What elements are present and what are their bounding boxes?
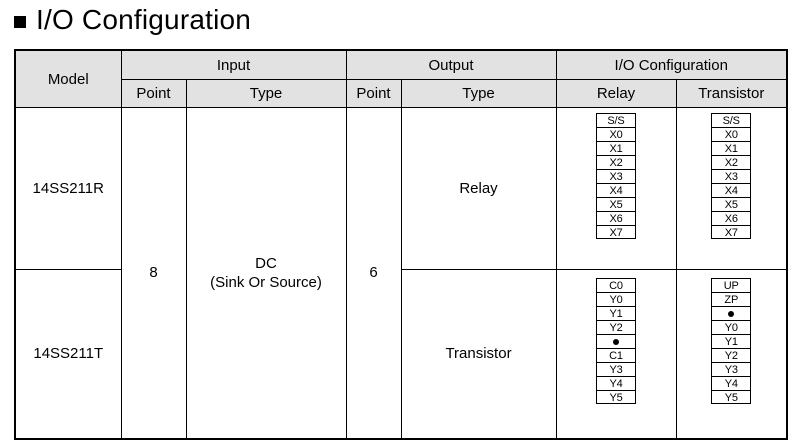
header-input-type: Type (185, 79, 347, 108)
transistor-terminal-x2: X2 (711, 155, 752, 169)
table-header-row-top: Model Input Output I/O Configuration (14, 49, 788, 108)
relay-terminal-y5: Y5 (596, 390, 636, 404)
header-relay: Relay (555, 79, 677, 108)
transistor-terminal-dot (711, 306, 752, 320)
page-title: I/O Configuration (14, 2, 251, 38)
cell-input-point: 8 (120, 107, 187, 439)
input-type-line-2: (Sink Or Source) (210, 273, 322, 291)
transistor-terminal-y0: Y0 (711, 320, 752, 334)
transistor-terminal-x0: X0 (711, 127, 752, 141)
cell-input-type: DC (Sink Or Source) (185, 107, 347, 439)
header-output-point: Point (345, 79, 402, 108)
header-transistor: Transistor (675, 79, 788, 108)
transistor-terminal-y2: Y2 (711, 348, 752, 362)
relay-terminal-ss: S/S (596, 113, 636, 127)
relay-terminal-dot (596, 334, 636, 348)
relay-terminal-x4: X4 (596, 183, 636, 197)
input-type-line-1: DC (255, 254, 277, 272)
transistor-terminal-x6: X6 (711, 211, 752, 225)
transistor-terminal-zp: ZP (711, 292, 752, 306)
relay-terminal-x6: X6 (596, 211, 636, 225)
transistor-terminal-x7: X7 (711, 225, 752, 239)
transistor-terminal-x5: X5 (711, 197, 752, 211)
transistor-terminal-y3: Y3 (711, 362, 752, 376)
relay-terminal-x2: X2 (596, 155, 636, 169)
cell-model-1: 14SS211T (14, 269, 122, 439)
transistor-terminal-x4: X4 (711, 183, 752, 197)
table-row: 14SS211R 8 DC (Sink Or Source) 6 Relay S… (14, 107, 788, 439)
page-title-text: I/O Configuration (36, 4, 252, 35)
relay-terminal-c0: C0 (596, 278, 636, 292)
filled-square-bullet-icon (14, 16, 26, 28)
header-output-type: Type (400, 79, 557, 108)
relay-terminal-x5: X5 (596, 197, 636, 211)
relay-terminal-x3: X3 (596, 169, 636, 183)
relay-terminal-x1: X1 (596, 141, 636, 155)
relay-terminal-y4: Y4 (596, 376, 636, 390)
table-body: 14SS211R 8 DC (Sink Or Source) 6 Relay S… (14, 107, 788, 439)
transistor-terminal-y5: Y5 (711, 390, 752, 404)
relay-terminal-c1: C1 (596, 348, 636, 362)
relay-terminal-x0: X0 (596, 127, 636, 141)
header-io-configuration: I/O Configuration (555, 49, 788, 80)
cell-output-point: 6 (345, 107, 402, 439)
table-header-row-sub: Point Type Point Type Relay Transistor (15, 79, 788, 108)
transistor-terminal-y1: Y1 (711, 334, 752, 348)
transistor-terminal-up: UP (711, 278, 752, 292)
relay-terminal-y3: Y3 (596, 362, 636, 376)
relay-terminal-y1: Y1 (596, 306, 636, 320)
header-input: Input (120, 49, 347, 80)
cell-output-type-0: Relay (400, 107, 557, 270)
header-output: Output (345, 49, 557, 80)
header-model: Model (14, 49, 122, 108)
relay-terminal-x7: X7 (596, 225, 636, 239)
transistor-terminal-ss: S/S (711, 113, 752, 127)
table-header: Model Input Output I/O Configuration Poi… (14, 49, 788, 108)
io-configuration-table: Model Input Output I/O Configuration Poi… (14, 49, 788, 440)
transistor-terminal-x3: X3 (711, 169, 752, 183)
cell-output-type-1: Transistor (400, 269, 557, 439)
cell-model-0: 14SS211R (14, 107, 122, 270)
header-input-point: Point (120, 79, 187, 108)
relay-terminal-y0: Y0 (596, 292, 636, 306)
relay-terminal-y2: Y2 (596, 320, 636, 334)
transistor-terminal-x1: X1 (711, 141, 752, 155)
transistor-terminal-y4: Y4 (711, 376, 752, 390)
